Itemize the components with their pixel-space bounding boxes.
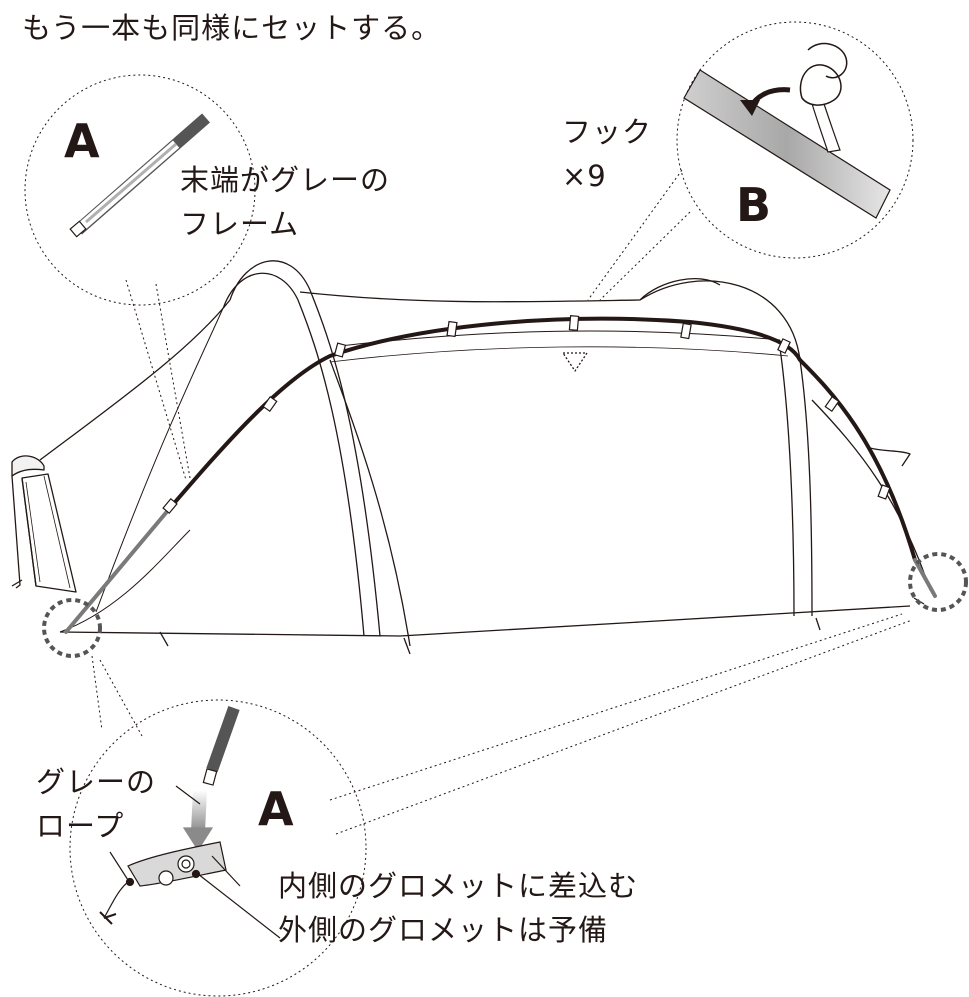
callout-a-bottom-detail (99, 705, 281, 939)
callout-b-hook-detail (683, 42, 891, 219)
front-arch-inner (223, 272, 365, 637)
corner-marker-left (42, 598, 102, 658)
tent-fly-outline (39, 278, 721, 461)
callout-a-top-leader-1 (125, 279, 187, 481)
tent-skirt (59, 605, 911, 637)
callout-a-top-frame (69, 113, 210, 238)
rear-arch-outer (639, 280, 813, 617)
hook-count: ×9 (562, 159, 607, 193)
detail-a-bottom-marker: A (258, 782, 294, 836)
left-vent (11, 455, 45, 477)
top-vent-mark (562, 352, 588, 372)
pole (64, 316, 937, 634)
callout-a-top (24, 74, 256, 481)
pole-gray-end-right (913, 558, 937, 598)
callout-a-bottom (69, 613, 913, 997)
callout-b-leader-1 (587, 169, 683, 301)
callout-a-top-circle (24, 74, 256, 306)
pole-gray-end-left (64, 506, 172, 634)
inner-grommet-note: 内側のグロメットに差込む (278, 869, 639, 903)
hook-label: フック (562, 115, 653, 149)
corner-markers (42, 552, 968, 658)
hook-clips (162, 315, 891, 515)
detail-b-marker: B (736, 178, 772, 232)
pole-black-section (168, 316, 917, 562)
corner-marker-right (908, 552, 968, 612)
callout-a-bottom-circle (69, 699, 367, 997)
detail-a-top-caption-1: 末端がグレーの (180, 163, 391, 197)
tent-body (11, 260, 931, 655)
callout-b (587, 21, 914, 301)
rear-arch-inner (779, 347, 795, 617)
callout-a-top-leader-2 (155, 283, 191, 479)
instruction-text: もう一本も同様にセットする。 (22, 11, 442, 45)
front-arch-outer (229, 260, 381, 637)
detail-a-top-caption-2: フレーム (180, 207, 300, 241)
gray-rope-label-1: グレーの (36, 765, 157, 799)
callout-b-leader-2 (599, 211, 691, 301)
detail-a-top-marker: A (64, 114, 100, 168)
outer-grommet-note: 外側のグロメットは予備 (278, 913, 609, 947)
gray-rope-label-2: ロープ (36, 809, 125, 843)
callout-b-circle (676, 21, 914, 259)
